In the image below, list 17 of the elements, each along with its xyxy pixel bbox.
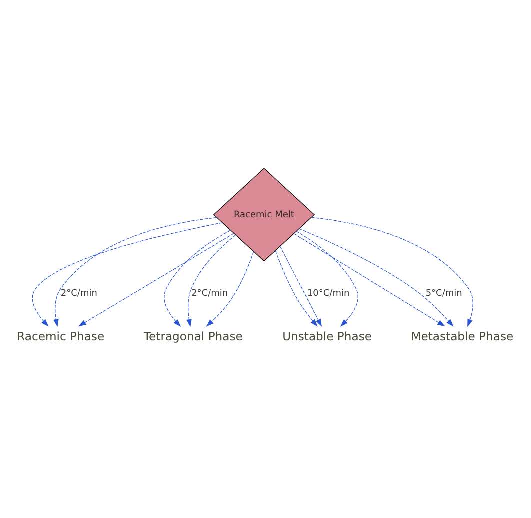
arrow xyxy=(32,222,223,327)
edge-label: 5°C/min xyxy=(426,289,462,300)
arrow xyxy=(164,230,231,327)
arrow xyxy=(311,217,474,328)
arrow xyxy=(54,217,218,328)
arrow xyxy=(78,233,234,327)
arrow xyxy=(186,234,236,328)
edge-label: 10°C/min xyxy=(307,289,350,300)
node-diamond: Racemic Melt xyxy=(213,168,315,262)
edge-label: 2°C/min xyxy=(192,289,228,300)
node-text: Tetragonal Phase xyxy=(144,330,243,344)
arrow xyxy=(296,231,358,327)
node-text: Unstable Phase xyxy=(282,330,372,344)
node-text: Racemic Phase xyxy=(17,330,105,344)
edge-label: 2°C/min xyxy=(60,289,98,300)
arrow xyxy=(206,252,254,327)
node-text: Metastable Phase xyxy=(411,330,514,344)
